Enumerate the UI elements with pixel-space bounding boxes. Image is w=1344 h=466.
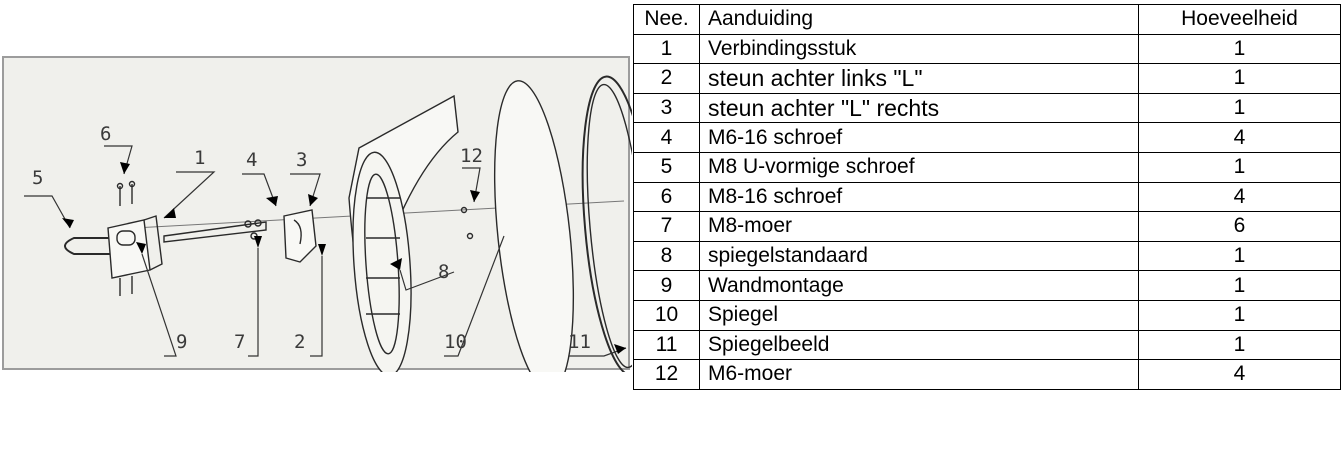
part-description: Spiegel [699,299,1139,331]
part-description: M6-moer [699,359,1139,390]
part-quantity: 1 [1138,270,1341,301]
callout-11: 11 [568,331,591,353]
part-quantity: 4 [1138,122,1341,153]
table-row: 11 Spiegelbeeld 1 [633,329,1341,361]
part-number: 11 [633,329,700,361]
part-number: 10 [633,299,700,331]
callout-4: 4 [246,149,257,171]
part-description: M8-moer [699,211,1139,242]
part-quantity: 1 [1138,240,1341,272]
part-description: Spiegelbeeld [699,329,1139,361]
callout-8: 8 [438,261,449,283]
header-description: Aanduiding [699,4,1139,35]
part-number: 5 [633,151,700,183]
callout-10: 10 [444,331,467,353]
part-description: steun achter links "L" [699,63,1139,94]
table-row: 3 steun achter "L" rechts 1 [633,92,1341,124]
part-quantity: 1 [1138,92,1341,124]
table-row: 4 M6-16 schroef 4 [633,122,1341,153]
part-number: 6 [633,181,700,213]
part-quantity: 6 [1138,211,1341,242]
part-number: 12 [633,359,700,390]
callout-6: 6 [100,123,111,145]
table-row: 10 Spiegel 1 [633,299,1341,331]
table-row: 9 Wandmontage 1 [633,270,1341,301]
callout-5: 5 [32,167,43,189]
parts-table: Nee. Aanduiding Hoeveelheid 1 Verbinding… [633,4,1341,390]
part-quantity: 1 [1138,329,1341,361]
callout-3: 3 [296,149,307,171]
part-quantity: 1 [1138,33,1341,65]
table-row: 7 M8-moer 6 [633,211,1341,242]
table-row: 6 M8-16 schroef 4 [633,181,1341,213]
part-quantity: 4 [1138,359,1341,390]
part-quantity: 1 [1138,151,1341,183]
part-description: Verbindingsstuk [699,33,1139,65]
part-quantity: 4 [1138,181,1341,213]
header-no: Nee. [633,4,700,35]
table-header-row: Nee. Aanduiding Hoeveelheid [633,4,1341,35]
part-number: 1 [633,33,700,65]
part-number: 9 [633,270,700,301]
part-description: steun achter "L" rechts [699,92,1139,124]
part-description: M8 U-vormige schroef [699,151,1139,183]
assembly-drawing: 5 6 1 4 3 12 8 9 7 2 10 11 [24,75,632,372]
part-description: Wandmontage [699,270,1139,301]
header-quantity: Hoeveelheid [1138,4,1341,35]
part-number: 7 [633,211,700,242]
callout-7: 7 [234,331,245,353]
table-row: 8 spiegelstandaard 1 [633,240,1341,272]
exploded-view-diagram: 5 6 1 4 3 12 8 9 7 2 10 11 [2,56,632,372]
part-number: 2 [633,63,700,94]
table-row: 1 Verbindingsstuk 1 [633,33,1341,65]
part-description: M8-16 schroef [699,181,1139,213]
table-row: 2 steun achter links "L" 1 [633,63,1341,94]
part-number: 4 [633,122,700,153]
callout-9: 9 [176,331,187,353]
callout-12: 12 [460,145,483,167]
part-quantity: 1 [1138,63,1341,94]
callout-1: 1 [194,147,205,169]
part-description: spiegelstandaard [699,240,1139,272]
part-description: M6-16 schroef [699,122,1139,153]
table-row: 5 M8 U-vormige schroef 1 [633,151,1341,183]
part-number: 8 [633,240,700,272]
part-number: 3 [633,92,700,124]
callout-2: 2 [294,331,305,353]
table-row: 12 M6-moer 4 [633,359,1341,390]
part-quantity: 1 [1138,299,1341,331]
